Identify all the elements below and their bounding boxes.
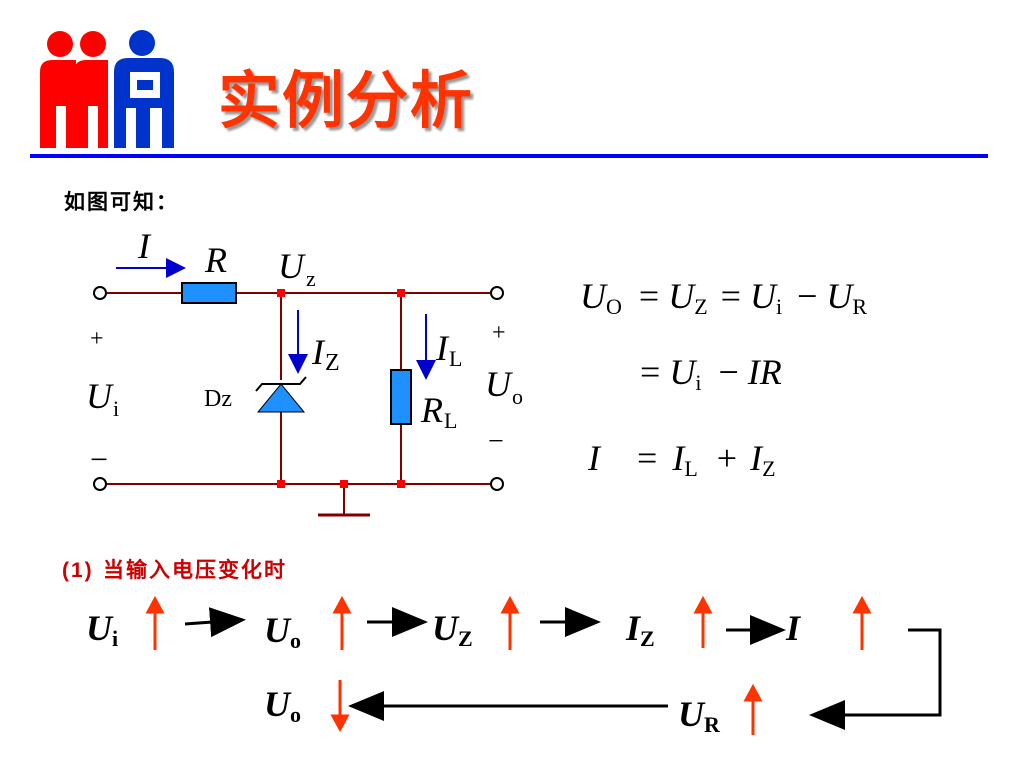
- title-rule: [30, 154, 988, 158]
- label-load-current: IL: [435, 328, 462, 371]
- output-minus: −: [488, 426, 504, 457]
- chain-node-uo-result: Uo: [264, 684, 301, 727]
- case-text: 当输入电压变化时: [102, 558, 287, 582]
- intro-text: 如图可知：: [64, 190, 179, 214]
- zener-diode: [255, 376, 307, 413]
- equation-line-1: UO = UZ = Ui − UR: [580, 276, 867, 322]
- flow-arrow: [184, 607, 246, 638]
- label-resistor: R: [204, 240, 227, 280]
- case-number: (1): [62, 559, 94, 582]
- slide-title: 实例分析: [218, 64, 475, 137]
- up-arrow-icon: [500, 595, 520, 650]
- output-plus: +: [492, 320, 506, 346]
- label-load-resistor: RL: [420, 390, 457, 433]
- up-arrow-icon: [332, 595, 352, 650]
- down-arrow-icon: [330, 680, 350, 733]
- up-arrow-icon: [693, 595, 713, 648]
- input-plus: +: [90, 326, 104, 352]
- terminals: [93, 286, 504, 491]
- label-zener: Dz: [204, 386, 232, 412]
- label-current: I: [137, 226, 152, 266]
- resistor-r: [181, 282, 237, 304]
- chain-node-i: I: [785, 608, 802, 648]
- input-minus: −: [90, 441, 108, 477]
- load-resistor: [390, 369, 412, 425]
- chain-node-ui: Ui: [86, 608, 118, 651]
- label-zener-current: IZ: [311, 332, 340, 376]
- chain-node-ur: UR: [678, 694, 721, 737]
- equation-line-2: = Ui − IR: [640, 352, 782, 398]
- label-output-voltage: Uo: [485, 364, 523, 409]
- feedback-arrow: [809, 628, 942, 730]
- equation-line-3: I = IL + IZ: [587, 438, 776, 484]
- label-input-voltage: Ui: [86, 376, 119, 421]
- label-zener-voltage: Uz: [278, 246, 316, 291]
- junction-dots: [277, 289, 405, 488]
- chain-node-uo: Uo: [264, 610, 301, 653]
- case-heading: (1) 当输入电压变化时: [62, 554, 287, 584]
- people-logo-icon: [40, 30, 174, 148]
- up-arrow-icon: [145, 595, 165, 650]
- up-arrow-icon: [852, 595, 872, 650]
- chain-node-uz: UZ: [432, 608, 473, 651]
- chain-node-iz: IZ: [625, 608, 655, 651]
- up-arrow-icon: [743, 683, 763, 735]
